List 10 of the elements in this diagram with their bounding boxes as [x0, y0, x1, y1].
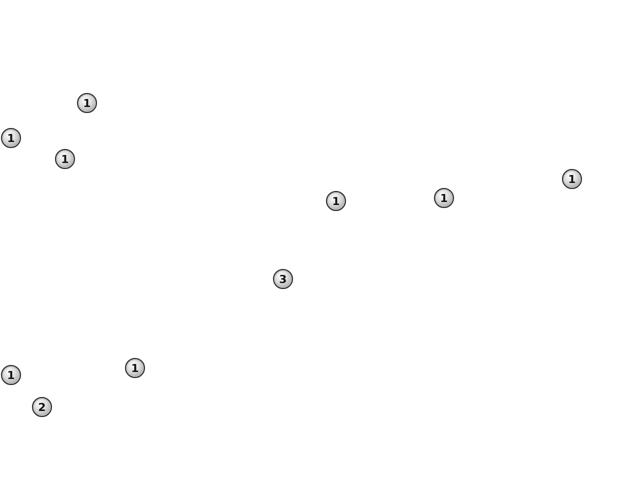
callout-number: 1	[125, 358, 145, 378]
callout-number: 3	[273, 269, 293, 289]
callout-number: 2	[32, 397, 52, 417]
callout-number: 1	[55, 149, 75, 169]
callout-number: 1	[434, 188, 454, 208]
callout-number: 1	[77, 93, 97, 113]
callout-number: 1	[1, 365, 21, 385]
callout-number: 1	[1, 128, 21, 148]
callout-number: 1	[562, 169, 582, 189]
callout-number: 1	[326, 191, 346, 211]
